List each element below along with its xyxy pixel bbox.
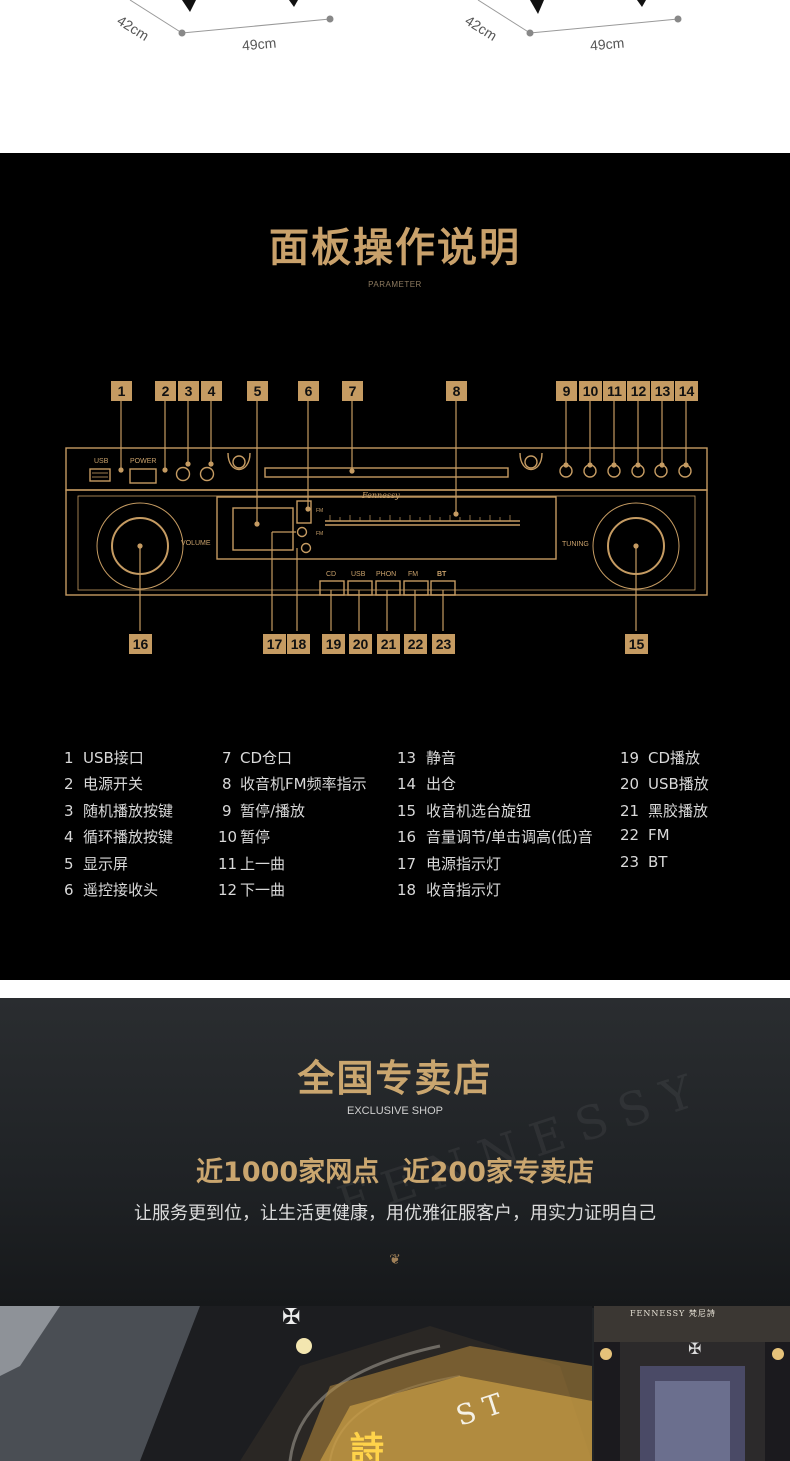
callout-12: 12 xyxy=(627,381,650,401)
svg-text:✠: ✠ xyxy=(688,1339,701,1358)
front-panel-outline xyxy=(65,489,708,596)
cd-slot-shape xyxy=(264,467,509,478)
svg-text:詩: 詩 xyxy=(350,1430,384,1461)
callout-1: 1 xyxy=(111,381,132,401)
source-bt-label: BT xyxy=(437,571,447,578)
storefront-photo-left: ✠ S T 詩 xyxy=(0,1306,592,1461)
callout-11: 11 xyxy=(603,381,626,401)
fm-small-label: FM xyxy=(316,508,324,514)
callout-2: 2 xyxy=(155,381,176,401)
display-window-shape xyxy=(216,496,557,560)
callout-10: 10 xyxy=(579,381,602,401)
fm-small-label-2: FM xyxy=(316,531,324,537)
callout-21: 21 xyxy=(377,634,400,654)
ornament-icon: ❦ xyxy=(389,1252,401,1268)
top-panel-outline xyxy=(65,447,708,491)
volume-label: VOLUME xyxy=(181,540,211,547)
power-label: POWER xyxy=(130,458,157,465)
callout-20: 20 xyxy=(349,634,372,654)
dimension-section: 42cm 49cm 42cm 49cm xyxy=(0,0,790,153)
dimension-drawing xyxy=(129,0,682,37)
callout-22: 22 xyxy=(404,634,427,654)
callout-15: 15 xyxy=(625,634,648,654)
callout-lines xyxy=(118,401,689,631)
shop-subtitle: EXCLUSIVE SHOP xyxy=(347,1105,443,1117)
shop-title: 全国专卖店 xyxy=(297,1057,493,1100)
panel-instructions-section: 面板操作说明 PARAMETER xyxy=(0,153,790,980)
panel-subtitle: PARAMETER xyxy=(368,280,422,289)
right-width-label: 49cm xyxy=(589,34,625,54)
callout-6: 6 xyxy=(298,381,319,401)
tuning-label: TUNING xyxy=(562,541,589,548)
callout-13: 13 xyxy=(651,381,674,401)
usb-port-shape xyxy=(89,468,111,482)
shop-headline: 近1000家网点 近200家专卖店 xyxy=(196,1157,594,1188)
usb-label: USB xyxy=(94,458,109,465)
callout-7: 7 xyxy=(342,381,363,401)
storefront-photos: ✠ S T 詩 ✠ xyxy=(0,1306,790,1461)
left-width-label: 49cm xyxy=(241,34,277,54)
right-furniture-dimension xyxy=(477,0,682,37)
callout-5: 5 xyxy=(247,381,268,401)
callout-3: 3 xyxy=(178,381,199,401)
source-cd-label: CD xyxy=(326,571,337,578)
brand-label: Fennessy xyxy=(362,491,400,500)
callout-8: 8 xyxy=(446,381,467,401)
panel-title: 面板操作说明 xyxy=(269,225,521,271)
source-fm-label: FM xyxy=(408,571,419,578)
storefront-sign-text: FENNESSY 梵尼詩 xyxy=(630,1309,716,1318)
exclusive-shop-section: FENNESSY 全国专卖店 EXCLUSIVE SHOP 近1000家网点 近… xyxy=(0,998,790,1461)
shop-slogan: 让服务更到位，让生活更健康，用优雅征服客户，用实力证明自己 xyxy=(134,1203,656,1224)
storefront-photo-right: ✠ xyxy=(594,1306,790,1461)
fm-scale-ticks xyxy=(329,515,511,521)
callout-16: 16 xyxy=(129,634,152,654)
callout-17: 17 xyxy=(263,634,286,654)
callout-18: 18 xyxy=(287,634,310,654)
callout-4: 4 xyxy=(201,381,222,401)
source-usb-label: USB xyxy=(351,571,366,578)
callout-23: 23 xyxy=(432,634,455,654)
svg-text:✠: ✠ xyxy=(282,1306,300,1330)
callout-14: 14 xyxy=(675,381,698,401)
source-phon-label: PHON xyxy=(376,571,397,578)
shop-background xyxy=(0,998,790,1308)
callout-19: 19 xyxy=(322,634,345,654)
device-diagram xyxy=(65,401,708,631)
left-furniture-dimension xyxy=(129,0,334,37)
callout-9: 9 xyxy=(556,381,577,401)
